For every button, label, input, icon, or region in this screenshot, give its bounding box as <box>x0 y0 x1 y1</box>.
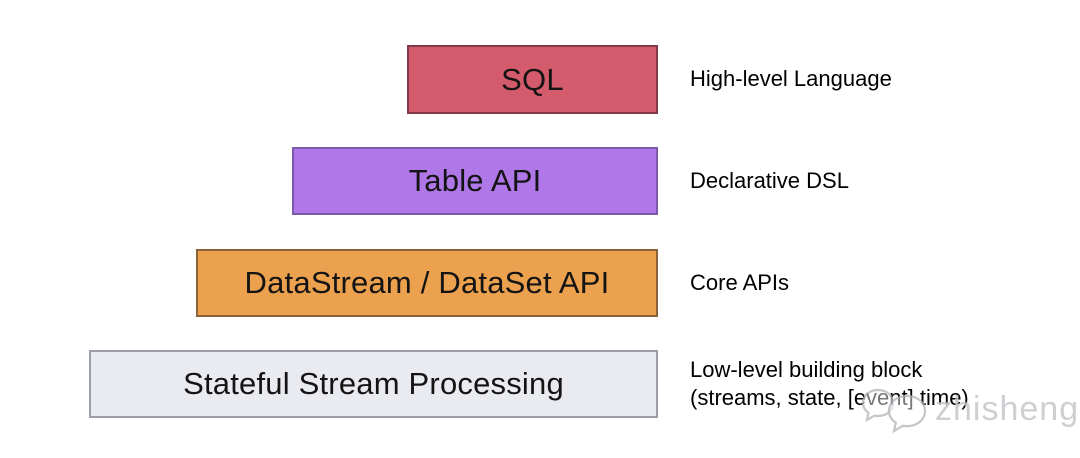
layer-box-label-datastream-dataset-api: DataStream / DataSet API <box>244 265 610 300</box>
layer-box-stateful-stream-processing: Stateful Stream Processing <box>89 350 658 418</box>
layer-side-label-stateful-stream-processing: Low-level building block (streams, state… <box>690 356 969 410</box>
layer-side-label-table-api: Declarative DSL <box>690 167 849 193</box>
layer-box-datastream-dataset-api: DataStream / DataSet API <box>196 249 658 317</box>
layer-box-label-table-api: Table API <box>408 163 542 198</box>
layer-side-label-datastream-dataset-api: Core APIs <box>690 269 790 295</box>
layer-box-label-sql: SQL <box>501 61 564 97</box>
layer-box-sql: SQL <box>407 45 658 114</box>
layer-box-table-api: Table API <box>292 147 658 215</box>
layer-box-label-stateful-stream-processing: Stateful Stream Processing <box>183 366 564 401</box>
layer-side-label-sql: High-level Language <box>690 66 892 92</box>
